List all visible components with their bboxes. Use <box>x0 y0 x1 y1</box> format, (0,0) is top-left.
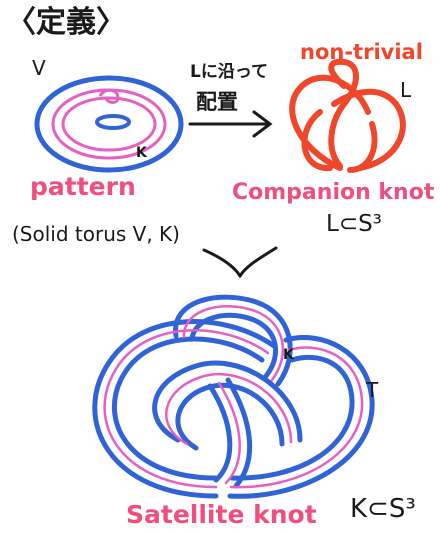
companion-knot-label: L <box>400 80 411 100</box>
companion-knot <box>292 62 403 170</box>
page-title: 〈定義〉 <box>6 8 126 38</box>
solid-torus-note: (Solid torus V, K) <box>12 224 180 244</box>
pattern-knot <box>53 90 165 158</box>
satellite-caption: Satellite knot <box>126 502 317 527</box>
down-arrow <box>204 248 276 276</box>
pattern-knot-label: K <box>136 146 147 160</box>
satellite-knot-label: K <box>283 348 294 362</box>
satellite-torus-label: T <box>366 380 378 400</box>
non-trivial-heading: non-trivial <box>300 42 423 63</box>
companion-containment: L⊂S³ <box>326 213 382 236</box>
pattern-caption: pattern <box>30 174 136 199</box>
solid-torus-label: V <box>32 58 46 78</box>
satellite-containment: K⊂S³ <box>350 496 416 522</box>
arrow-text-line2: 配置 <box>196 92 238 113</box>
companion-caption: Companion knot <box>232 182 434 204</box>
placement-arrow <box>190 112 270 136</box>
pattern-solid-torus <box>37 78 181 170</box>
arrow-text-line1: Lに沿って <box>190 64 268 81</box>
